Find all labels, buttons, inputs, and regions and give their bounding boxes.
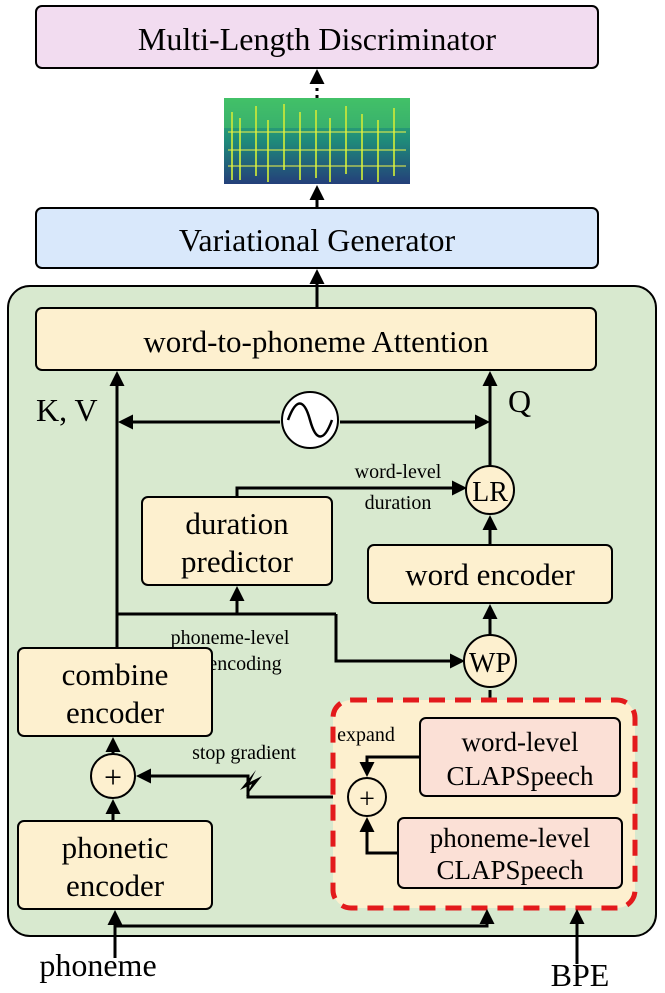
- discriminator-block: Multi-Length Discriminator: [35, 5, 599, 69]
- add-node-left: +: [90, 753, 136, 799]
- word-level-duration-arrow: [235, 480, 467, 497]
- phoneme-input-label: phoneme: [39, 947, 156, 983]
- lightning-icon: [240, 770, 262, 796]
- duration-predictor-block: duration predictor: [141, 496, 333, 586]
- phoneme-clap-label-2: CLAPSpeech: [437, 855, 584, 885]
- lr-label: LR: [472, 477, 508, 508]
- word-encoder-block: word encoder: [367, 544, 613, 604]
- q-label: Q: [508, 383, 531, 419]
- kv-label: K, V: [36, 392, 98, 428]
- arrow-to-wp: [334, 614, 465, 669]
- wp-label: WP: [469, 648, 511, 679]
- phonetic-label-1: phonetic: [62, 830, 169, 865]
- phonetic-encoder-block: phonetic encoder: [17, 820, 213, 910]
- length-regulator-node: LR: [465, 465, 515, 515]
- combine-label-1: combine: [62, 657, 169, 692]
- expand-arrow: [359, 755, 420, 777]
- word-clap-label-2: CLAPSpeech: [447, 761, 594, 791]
- phoneme-clap-to-plus-arrow: [359, 817, 398, 855]
- word-clap-label-1: word-level: [462, 727, 579, 757]
- expand-label: expand: [337, 724, 395, 746]
- phonetic-label-2: encoder: [66, 868, 165, 903]
- phoneme-level-encoding-label-1: phoneme-level: [171, 627, 290, 649]
- variational-generator-block: Variational Generator: [35, 207, 599, 269]
- plus-left-label: +: [104, 759, 122, 795]
- word-level-duration-label-2: duration: [365, 492, 432, 514]
- plus-clap-label: +: [359, 784, 375, 815]
- phoneme-level-encoding-label-2: encoding: [208, 653, 281, 675]
- bpe-input-label: BPE: [551, 957, 610, 993]
- phoneme-to-clap-arrow: [115, 909, 495, 928]
- stop-gradient-label: stop gradient: [192, 742, 296, 764]
- attention-block: word-to-phoneme Attention: [35, 307, 597, 371]
- word-pooling-node: WP: [463, 634, 517, 688]
- word-encoder-label: word encoder: [405, 557, 575, 592]
- combine-encoder-block: combine encoder: [17, 647, 213, 737]
- duration-label-2: predictor: [181, 544, 294, 579]
- duration-label-1: duration: [185, 506, 289, 541]
- attention-label: word-to-phoneme Attention: [143, 324, 489, 359]
- word-level-clapspeech-block: word-level CLAPSpeech: [419, 717, 621, 797]
- generator-label: Variational Generator: [179, 222, 456, 258]
- phoneme-level-clapspeech-block: phoneme-level CLAPSpeech: [397, 817, 623, 889]
- stop-gradient-arrow: [136, 768, 345, 799]
- mel-spectrogram-image: [224, 98, 410, 184]
- combine-label-2: encoder: [66, 695, 165, 730]
- word-level-duration-label-1: word-level: [355, 461, 442, 483]
- add-node-clap: +: [347, 777, 387, 817]
- positional-encoding-icon: [281, 391, 339, 449]
- discriminator-label: Multi-Length Discriminator: [138, 21, 497, 57]
- phoneme-clap-label-1: phoneme-level: [430, 823, 590, 853]
